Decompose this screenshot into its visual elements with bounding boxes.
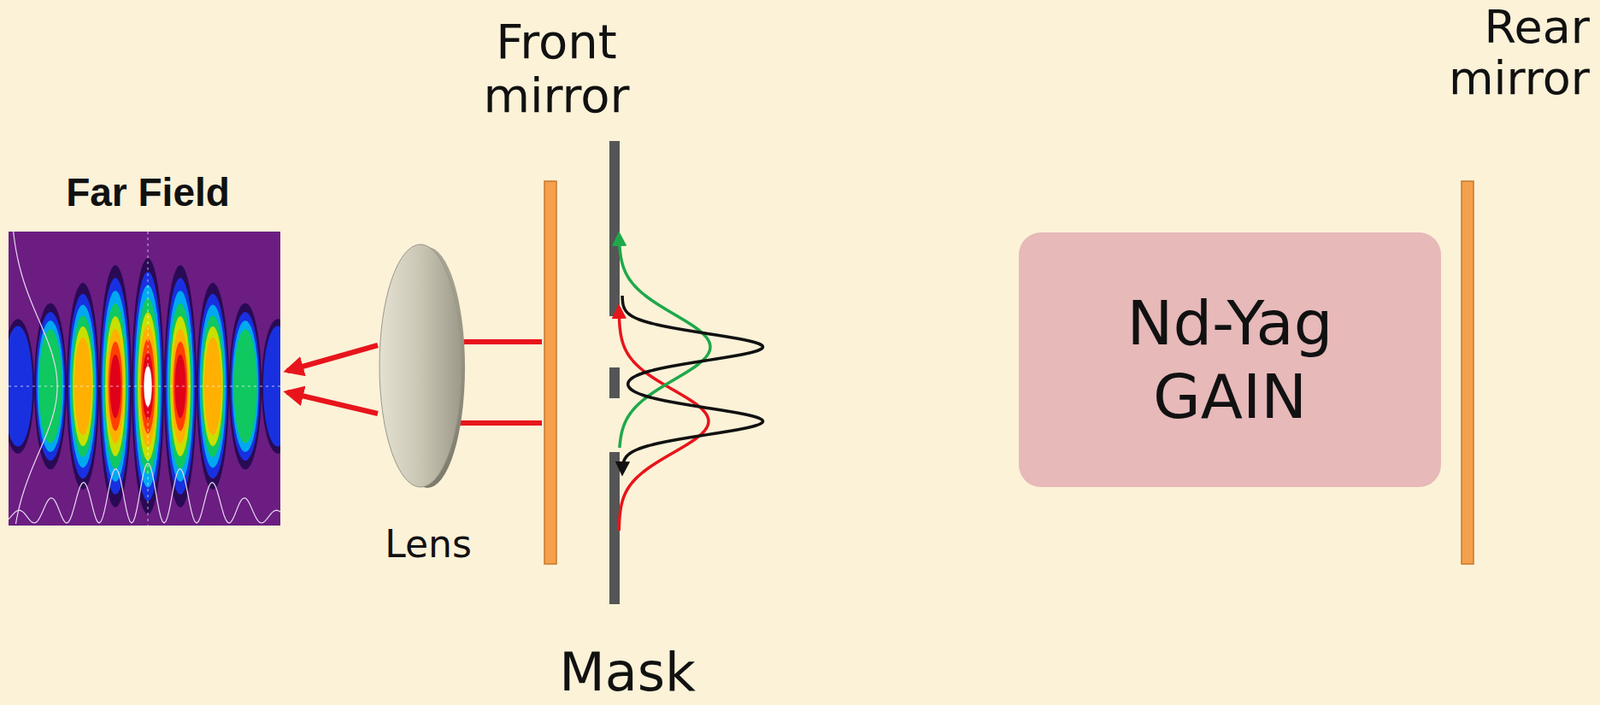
intensity-profile <box>8 463 281 524</box>
part-label: Mask <box>558 642 696 702</box>
crosshair <box>8 386 281 388</box>
fringe <box>261 318 281 454</box>
fringe <box>70 305 97 469</box>
front-mirror <box>544 181 557 565</box>
gain-box: Nd-Yag GAIN <box>1018 232 1442 488</box>
rear-mirror <box>1461 181 1474 565</box>
fringe <box>173 341 189 431</box>
fringe <box>263 325 281 447</box>
fringe <box>229 303 262 471</box>
mask-bar <box>609 367 620 399</box>
part-label: Rear mirror <box>1393 1 1590 106</box>
mode-curve-green <box>618 234 711 448</box>
fringe <box>164 264 197 507</box>
far-field-ground <box>8 231 281 526</box>
mask-bar <box>609 141 620 317</box>
mask <box>609 141 620 605</box>
image-title: Far Field <box>65 170 230 216</box>
far-field-image <box>0 231 327 526</box>
fringe <box>106 329 124 444</box>
intensity-profile <box>13 231 58 524</box>
lens <box>379 244 465 489</box>
box-label: Nd-Yag GAIN <box>1090 286 1370 435</box>
part-label: Front mirror <box>458 15 655 123</box>
mode-curve-black <box>622 295 763 474</box>
fringe <box>171 329 189 444</box>
fringe <box>165 277 195 495</box>
beam-arrow <box>287 345 378 371</box>
fringe <box>99 264 132 507</box>
beam-arrow <box>287 392 378 414</box>
crosshair <box>147 231 149 526</box>
fringe <box>170 316 191 457</box>
part-label: Lens <box>384 523 472 565</box>
mode-curve-red <box>618 306 709 531</box>
